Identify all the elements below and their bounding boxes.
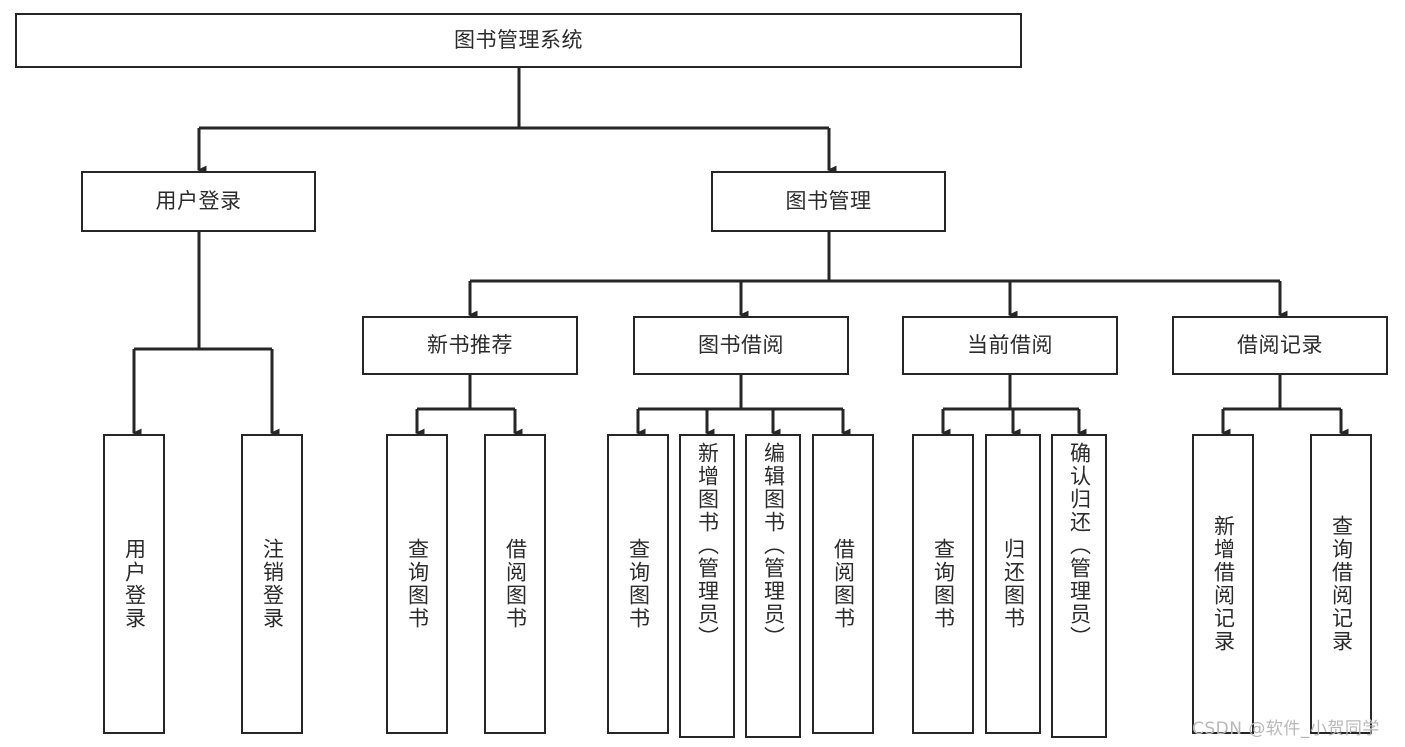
node-leaf-record-query[interactable]: 查询借阅记录	[1310, 434, 1372, 734]
node-label-current-borrow: 当前借阅	[967, 332, 1053, 357]
node-leaf-user-login[interactable]: 用户登录	[103, 434, 165, 734]
node-label-book-manage: 图书管理	[785, 188, 872, 213]
node-label-leaf-borrow-query: 查询图书	[626, 538, 651, 630]
node-label-book-borrow: 图书借阅	[698, 332, 784, 357]
node-label-leaf-borrow-book: 借阅图书	[831, 538, 856, 630]
node-label-leaf-rec-query: 查询图书	[405, 538, 430, 630]
node-book-borrow[interactable]: 图书借阅	[633, 316, 849, 375]
node-label-leaf-book-add: 新增图书（管理员）	[695, 442, 720, 649]
node-label-leaf-cur-query: 查询图书	[931, 538, 956, 630]
node-label-leaf-rec-borrow: 借阅图书	[503, 538, 528, 630]
node-user-login[interactable]: 用户登录	[81, 171, 316, 232]
node-label-leaf-user-logout: 注销登录	[260, 538, 285, 630]
node-leaf-book-add[interactable]: 新增图书（管理员）	[679, 434, 735, 738]
node-label-root: 图书管理系统	[454, 27, 583, 52]
node-leaf-return-book[interactable]: 归还图书	[985, 434, 1041, 734]
node-label-borrow-record: 借阅记录	[1237, 332, 1323, 357]
node-leaf-book-edit[interactable]: 编辑图书（管理员）	[745, 434, 801, 738]
node-root[interactable]: 图书管理系统	[15, 13, 1022, 68]
node-book-manage[interactable]: 图书管理	[711, 171, 946, 232]
node-label-new-book-rec: 新书推荐	[427, 332, 513, 357]
node-borrow-record[interactable]: 借阅记录	[1172, 316, 1388, 375]
node-label-user-login: 用户登录	[155, 188, 242, 213]
node-current-borrow[interactable]: 当前借阅	[902, 316, 1118, 375]
node-leaf-rec-query[interactable]: 查询图书	[386, 434, 448, 734]
node-label-leaf-record-add: 新增借阅记录	[1211, 515, 1236, 653]
node-label-leaf-book-edit: 编辑图书（管理员）	[761, 442, 786, 649]
csdn-watermark: CSDN @软件_小贺同学	[1192, 719, 1380, 739]
node-label-leaf-user-login: 用户登录	[122, 538, 147, 630]
node-label-leaf-return-book: 归还图书	[1001, 538, 1026, 630]
node-leaf-confirm-return[interactable]: 确认归还（管理员）	[1051, 434, 1107, 738]
node-leaf-borrow-book[interactable]: 借阅图书	[812, 434, 874, 734]
node-new-book-rec[interactable]: 新书推荐	[362, 316, 578, 375]
node-label-leaf-confirm-return: 确认归还（管理员）	[1067, 442, 1092, 649]
node-leaf-record-add[interactable]: 新增借阅记录	[1192, 434, 1254, 734]
node-leaf-cur-query[interactable]: 查询图书	[912, 434, 974, 734]
node-label-leaf-record-query: 查询借阅记录	[1329, 515, 1354, 653]
node-leaf-borrow-query[interactable]: 查询图书	[607, 434, 669, 734]
node-leaf-rec-borrow[interactable]: 借阅图书	[484, 434, 546, 734]
node-leaf-user-logout[interactable]: 注销登录	[241, 434, 303, 734]
